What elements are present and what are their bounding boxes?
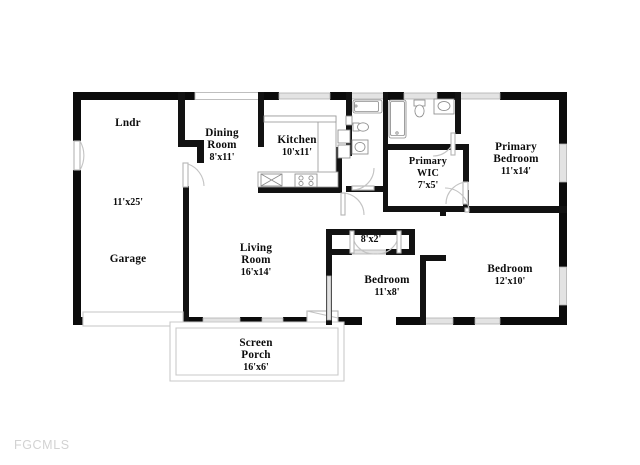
kitchen-fixtures bbox=[257, 115, 351, 188]
primary-bath-fixtures bbox=[388, 98, 455, 139]
label-kitchen: Kitchen bbox=[277, 134, 317, 146]
label-living-room-line2: Room bbox=[241, 254, 271, 266]
label-hall-closet-dimension: 8'x2' bbox=[361, 234, 382, 245]
label-living-room-line1: Living bbox=[240, 242, 272, 254]
label-screen-porch-dimension: 16'x6' bbox=[243, 362, 269, 373]
label-bedroom-3-dimension: 11'x8' bbox=[374, 287, 399, 298]
label-laundry: Lndr bbox=[115, 117, 141, 129]
label-primary-bedroom-line1: Primary bbox=[495, 141, 537, 153]
label-living-room-dimension: 16'x14' bbox=[241, 267, 272, 278]
label-dining-room-line2: Room bbox=[207, 139, 237, 151]
label-dining-room-line1: Dining bbox=[205, 127, 239, 139]
label-primary-wic-line1: Primary bbox=[409, 156, 447, 167]
bath-1-fixtures bbox=[345, 99, 383, 155]
interior-walls bbox=[178, 92, 567, 325]
label-kitchen-dimension: 10'x11' bbox=[282, 147, 312, 158]
mls-watermark: FGCMLS bbox=[14, 438, 70, 452]
label-bedroom-2: Bedroom bbox=[487, 263, 533, 275]
label-primary-bedroom-line2: Bedroom bbox=[493, 153, 539, 165]
label-dining-room-dimension: 8'x11' bbox=[209, 152, 234, 163]
label-bedroom-3: Bedroom bbox=[364, 274, 410, 286]
garage-door bbox=[82, 311, 184, 327]
label-primary-bedroom-dimension: 11'x14' bbox=[501, 166, 531, 177]
room-labels: Lndr 11'x25' Garage Dining Room 8'x11' K… bbox=[110, 117, 539, 373]
label-primary-wic-dimension: 7'x5' bbox=[418, 180, 439, 191]
label-primary-wic-line2: WIC bbox=[417, 168, 439, 179]
label-garage-dimension: 11'x25' bbox=[113, 197, 143, 208]
label-garage: Garage bbox=[110, 253, 147, 265]
misc-interior bbox=[326, 229, 332, 325]
screen-porch-structure bbox=[169, 321, 345, 382]
label-screen-porch-line1: Screen bbox=[239, 337, 273, 349]
label-bedroom-2-dimension: 12'x10' bbox=[495, 276, 526, 287]
label-screen-porch-line2: Porch bbox=[241, 349, 271, 361]
